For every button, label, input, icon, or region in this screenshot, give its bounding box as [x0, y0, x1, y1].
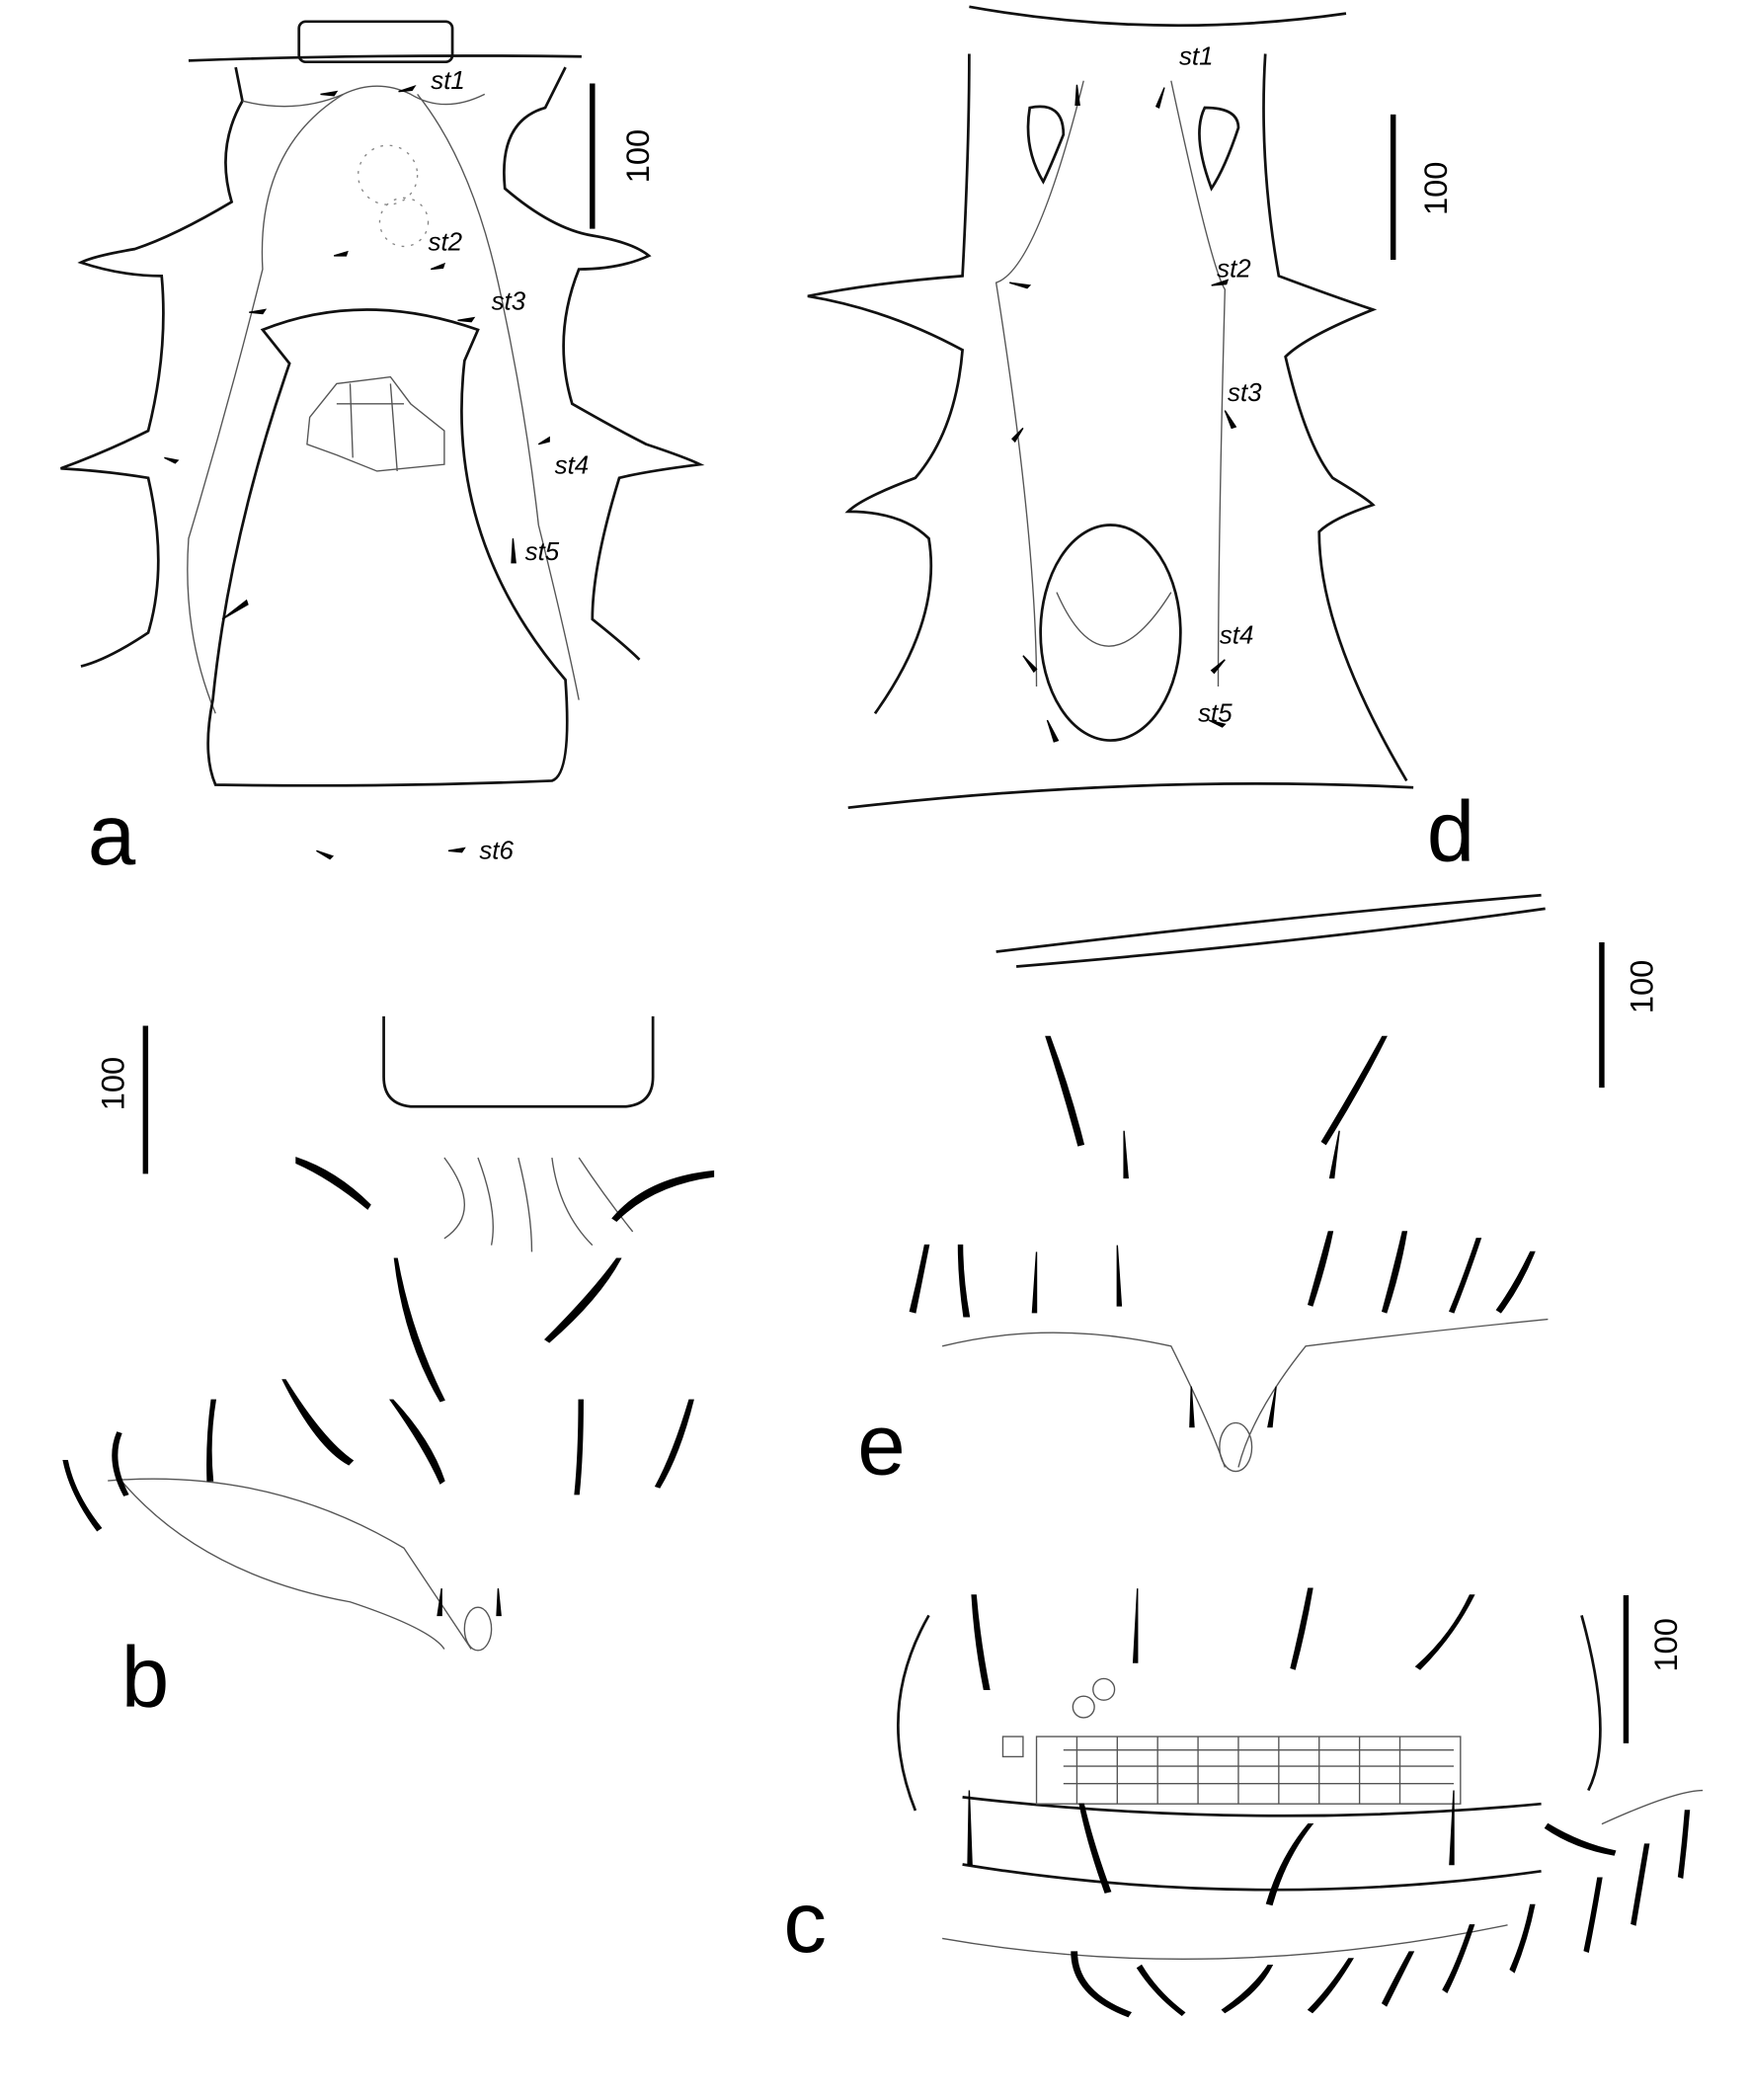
- seta-label-st6: st6: [479, 837, 514, 864]
- seta-label-st1: st1: [1179, 42, 1214, 70]
- seta-label-st2: st2: [429, 228, 463, 256]
- seta-label-st4: st4: [555, 452, 590, 480]
- panel-label-b: b: [121, 1630, 170, 1726]
- panel-c: 100 c: [783, 1587, 1704, 2018]
- scale-label: 100: [619, 129, 656, 184]
- panel-e: 100 e: [857, 893, 1660, 1493]
- seta-label-st3: st3: [492, 287, 526, 315]
- panel-b: 100 b: [62, 1015, 715, 1726]
- seta-label-st5: st5: [525, 538, 560, 566]
- seta-label-st5: st5: [1198, 699, 1233, 727]
- scale-label: 100: [1417, 162, 1454, 216]
- scale-label: 100: [1647, 1618, 1684, 1672]
- panel-a: st1 st2 st3 st4 st5 st6 100 a: [60, 20, 705, 883]
- seta-label-st4: st4: [1220, 621, 1254, 649]
- seta-label-st2: st2: [1217, 256, 1251, 283]
- panel-label-c: c: [783, 1875, 827, 1971]
- panel-label-a: a: [88, 787, 136, 883]
- panel-label-e: e: [857, 1397, 906, 1493]
- panel-d: st1 st2 st3 st4 st5 100 d: [807, 5, 1475, 880]
- panel-label-d: d: [1427, 784, 1475, 880]
- seta-label-st3: st3: [1228, 379, 1262, 407]
- scale-label: 100: [1624, 960, 1660, 1014]
- seta-label-st1: st1: [431, 67, 465, 95]
- scale-label: 100: [95, 1057, 131, 1111]
